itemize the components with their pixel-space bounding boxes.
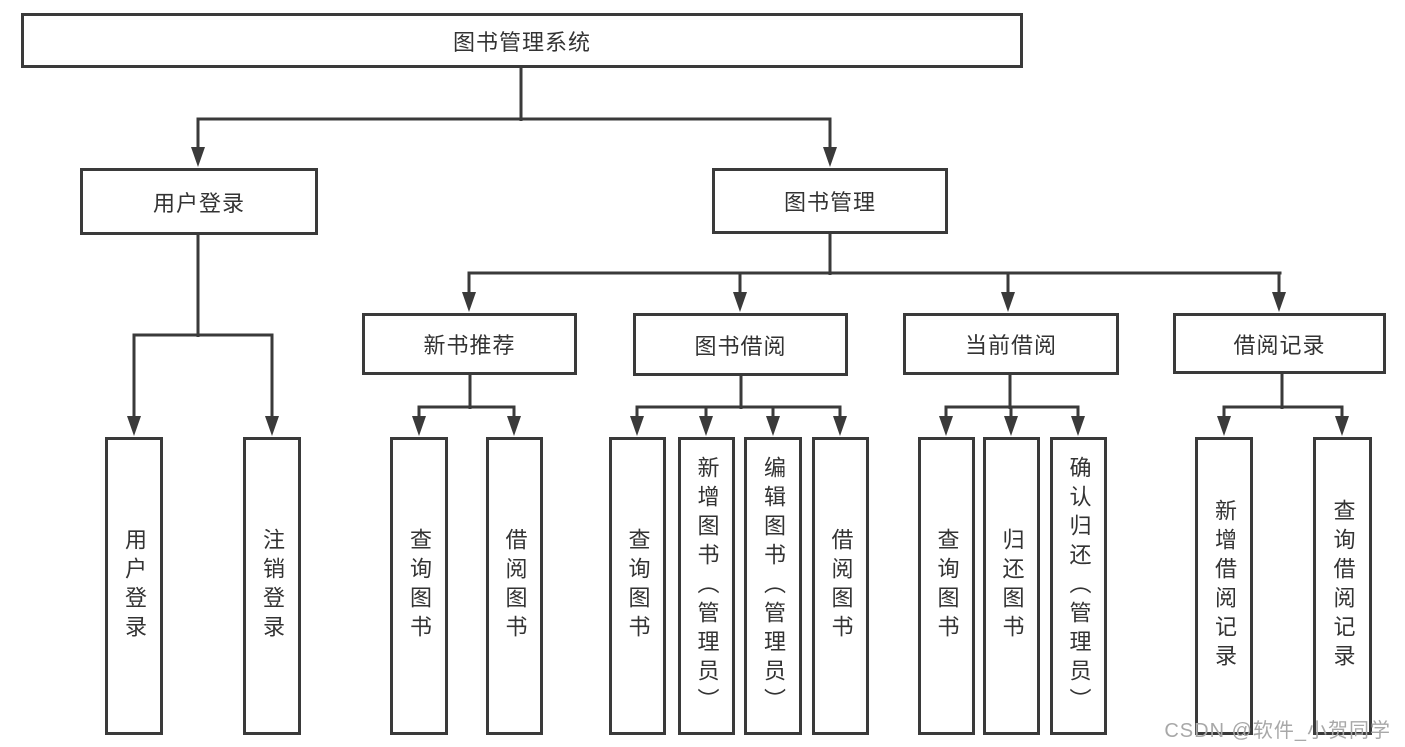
leaf-query-books-3: 查询图书: [918, 437, 975, 735]
leaf-borrow-books-2-label: 借阅图书: [828, 528, 854, 644]
leaf-logout: 注销登录: [243, 437, 301, 735]
leaf-add-books-admin: 新增图书（管理员）: [678, 437, 735, 735]
leaf-return-books-label: 归还图书: [999, 528, 1025, 644]
node-new-book-recommend: 新书推荐: [362, 313, 577, 375]
node-book-management: 图书管理: [712, 168, 948, 234]
node-root: 图书管理系统: [21, 13, 1023, 68]
node-current-borrow: 当前借阅: [903, 313, 1119, 375]
leaf-user-login-label: 用户登录: [122, 528, 147, 644]
leaf-confirm-return-admin: 确认归还（管理员）: [1050, 437, 1107, 735]
leaf-confirm-return-admin-label: 确认归还（管理员）: [1066, 455, 1092, 717]
leaf-user-login: 用户登录: [105, 437, 163, 735]
leaf-borrow-books-2: 借阅图书: [812, 437, 869, 735]
leaf-query-borrow-record-label: 查询借阅记录: [1330, 499, 1356, 673]
leaf-add-borrow-record: 新增借阅记录: [1195, 437, 1253, 735]
leaf-query-books-3-label: 查询图书: [934, 528, 960, 644]
leaf-logout-label: 注销登录: [260, 528, 285, 644]
leaf-query-books-1: 查询图书: [390, 437, 448, 735]
leaf-edit-books-admin: 编辑图书（管理员）: [744, 437, 802, 735]
leaf-add-borrow-record-label: 新增借阅记录: [1212, 499, 1237, 673]
leaf-query-books-2: 查询图书: [609, 437, 666, 735]
leaf-return-books: 归还图书: [983, 437, 1040, 735]
node-book-borrow: 图书借阅: [633, 313, 848, 376]
leaf-borrow-books-1-label: 借阅图书: [502, 528, 528, 644]
leaf-borrow-books-1: 借阅图书: [486, 437, 543, 735]
leaf-query-books-1-label: 查询图书: [407, 528, 432, 644]
node-borrow-record: 借阅记录: [1173, 313, 1386, 374]
watermark: CSDN @软件_小贺同学: [1164, 720, 1391, 742]
leaf-query-borrow-record: 查询借阅记录: [1313, 437, 1372, 735]
leaf-query-books-2-label: 查询图书: [625, 528, 651, 644]
leaf-edit-books-admin-label: 编辑图书（管理员）: [761, 455, 786, 717]
node-user-login: 用户登录: [80, 168, 318, 235]
leaf-add-books-admin-label: 新增图书（管理员）: [694, 455, 720, 717]
